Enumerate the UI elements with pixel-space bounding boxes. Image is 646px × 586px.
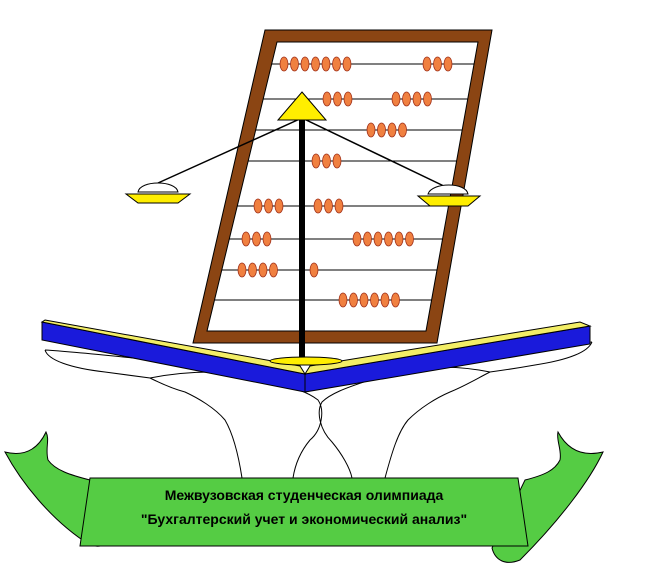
abacus-bead: [274, 198, 284, 214]
abacus-bead: [311, 153, 321, 169]
abacus-bead: [264, 198, 273, 214]
abacus-bead: [241, 231, 251, 247]
scale-string-right: [301, 117, 449, 189]
open-book: [40, 319, 592, 393]
abacus-bead: [324, 198, 333, 214]
abacus-bead: [370, 292, 379, 308]
scale-string-left: [157, 117, 303, 184]
abacus-bead: [279, 56, 289, 72]
abacus-bead: [380, 292, 390, 308]
abacus-bead: [423, 91, 432, 107]
abacus-bead: [334, 198, 344, 214]
abacus-bead: [313, 198, 323, 214]
abacus-bead: [333, 91, 342, 107]
ribbon-line-2: "Бухгалтерский учет и экономический анал…: [141, 511, 467, 527]
abacus-bead: [384, 231, 393, 247]
abacus-bead: [258, 262, 268, 278]
abacus-bead: [443, 56, 453, 72]
abacus-bead: [366, 122, 376, 138]
scale-pan-left: [124, 193, 192, 204]
abacus-bead: [394, 231, 404, 247]
scale-pan-right: [416, 195, 482, 207]
abacus-bead: [343, 91, 353, 107]
abacus-bead: [363, 231, 372, 247]
abacus-bead: [253, 198, 263, 214]
abacus-inner: [206, 41, 479, 332]
abacus-bead: [322, 91, 332, 107]
abacus-bead: [311, 56, 320, 72]
abacus-bead: [359, 292, 369, 308]
abacus-bead: [338, 292, 348, 308]
book-page-right-yellow: [303, 321, 592, 375]
abacus-bead: [398, 122, 407, 138]
abacus-bead: [309, 262, 319, 278]
abacus-bead: [248, 262, 257, 278]
scale-pole: [299, 118, 305, 364]
abacus-bead: [377, 122, 386, 138]
abacus-bead: [237, 262, 247, 278]
abacus-bead: [352, 231, 362, 247]
abacus-bead: [300, 56, 310, 72]
abacus-bead: [321, 56, 331, 72]
abacus-bead: [342, 56, 352, 72]
abacus-beads: [237, 56, 453, 308]
abacus-bead: [373, 231, 383, 247]
abacus-bead: [405, 231, 414, 247]
abacus-bead: [402, 91, 411, 107]
abacus-bead: [322, 153, 331, 169]
abacus-bead: [433, 56, 442, 72]
abacus-bead: [332, 153, 342, 169]
abacus-bead: [332, 56, 341, 72]
abacus-bead: [387, 122, 397, 138]
abacus-bead: [252, 231, 261, 247]
balance-scale: [124, 91, 482, 366]
abacus-bead: [391, 292, 400, 308]
abacus: [192, 29, 493, 344]
scale-pan-left-dome: [137, 182, 179, 193]
abacus-bead: [262, 231, 272, 247]
abacus-bead: [391, 91, 401, 107]
abacus-bead: [422, 56, 432, 72]
abacus-bead: [412, 91, 422, 107]
abacus-bead: [290, 56, 299, 72]
abacus-bead: [269, 262, 278, 278]
ribbon-banner: Межвузовская студенческая олимпиада "Бух…: [79, 477, 529, 547]
scale-base: [269, 356, 343, 366]
abacus-bead: [349, 292, 358, 308]
scale-pan-right-dome: [427, 184, 469, 195]
ribbon-body: [79, 477, 529, 547]
scale-top-triangle: [276, 91, 328, 121]
ribbon-line-1: Межвузовская студенческая олимпиада: [165, 487, 444, 503]
